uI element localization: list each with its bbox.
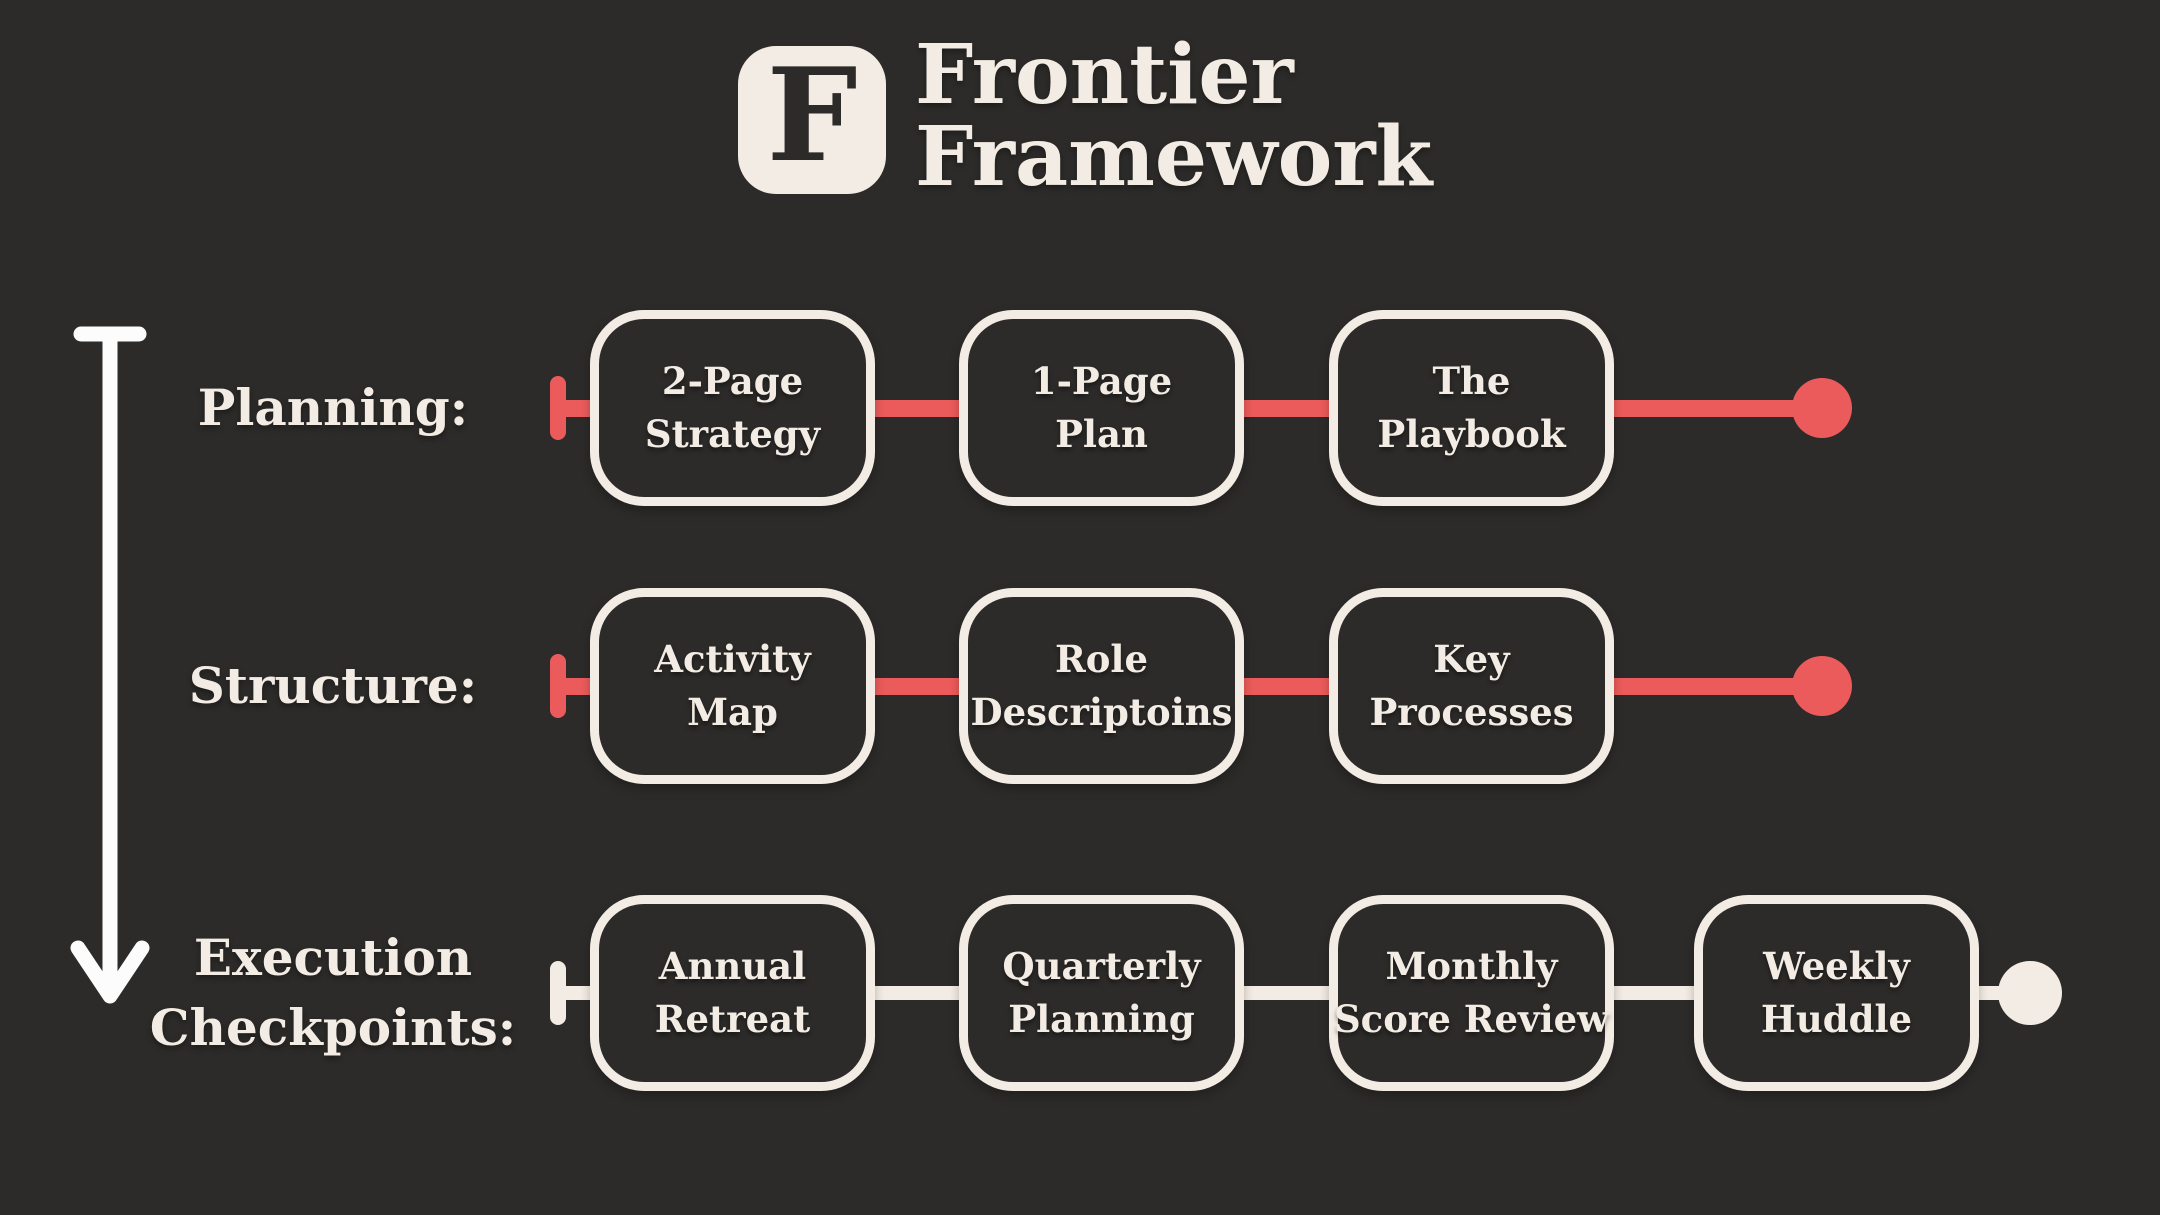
page-title-line2: Framework bbox=[915, 109, 1433, 205]
start-tick-icon bbox=[550, 961, 566, 1025]
box-text-line: Quarterly bbox=[1002, 944, 1201, 988]
box-text-line: Retreat bbox=[654, 997, 811, 1041]
box-text-line: Score Review bbox=[1333, 997, 1610, 1041]
frontier-logo: F bbox=[738, 46, 886, 194]
flow-box-monthly-score-review: Monthly Score Review bbox=[1329, 895, 1614, 1091]
page-title: Frontier Framework bbox=[915, 34, 1432, 198]
box-text-line: Activity bbox=[654, 637, 811, 681]
box-text-line: Key bbox=[1433, 637, 1510, 681]
start-tick-icon bbox=[550, 654, 566, 718]
box-text-line: Map bbox=[687, 690, 778, 734]
row-label-structure-line1: Structure: bbox=[188, 656, 478, 715]
box-text-line: 2-Page bbox=[661, 359, 804, 403]
box-text-line: The bbox=[1432, 359, 1511, 403]
flow-box-key-processes: Key Processes bbox=[1329, 588, 1614, 784]
flow-box-role-descriptoins: Role Descriptoins bbox=[959, 588, 1244, 784]
logo-letter-f-icon: F bbox=[766, 41, 858, 191]
box-text-line: Strategy bbox=[644, 412, 821, 456]
flow-box-weekly-huddle: Weekly Huddle bbox=[1694, 895, 1979, 1091]
box-text-line: Annual bbox=[658, 944, 807, 988]
box-text-line: 1-Page bbox=[1030, 359, 1173, 403]
start-tick-icon bbox=[550, 376, 566, 440]
page-title-line1: Frontier bbox=[915, 27, 1294, 123]
box-text-line: Role bbox=[1054, 637, 1149, 681]
box-text-line: Plan bbox=[1055, 412, 1148, 456]
box-text-line: Planning bbox=[1008, 997, 1195, 1041]
box-text-line: Weekly bbox=[1763, 944, 1910, 988]
box-text-line: Huddle bbox=[1760, 997, 1913, 1041]
flow-box-annual-retreat: Annual Retreat bbox=[590, 895, 875, 1091]
row-label-planning: Planning: bbox=[113, 373, 553, 443]
box-text-line: Playbook bbox=[1377, 412, 1566, 456]
endpoint-dot-icon bbox=[1998, 961, 2062, 1025]
flow-box-1-page-plan: 1-Page Plan bbox=[959, 310, 1244, 506]
flow-box-the-playbook: The Playbook bbox=[1329, 310, 1614, 506]
row-label-execution-checkpoints: Execution Checkpoints: bbox=[113, 923, 553, 1063]
row-label-structure: Structure: bbox=[113, 651, 553, 721]
flow-box-2-page-strategy: 2-Page Strategy bbox=[590, 310, 875, 506]
down-arrow-icon bbox=[70, 326, 150, 1004]
box-text-line: Descriptoins bbox=[970, 690, 1233, 734]
flow-connector-execution bbox=[550, 986, 2030, 1000]
flow-box-quarterly-planning: Quarterly Planning bbox=[959, 895, 1244, 1091]
box-text-line: Monthly bbox=[1385, 944, 1558, 988]
flow-box-activity-map: Activity Map bbox=[590, 588, 875, 784]
row-label-planning-line1: Planning: bbox=[197, 378, 469, 437]
row-label-execution-line1: Execution bbox=[193, 928, 473, 987]
box-text-line: Processes bbox=[1369, 690, 1574, 734]
row-label-execution-line2: Checkpoints: bbox=[149, 998, 517, 1057]
endpoint-dot-icon bbox=[1792, 656, 1852, 716]
endpoint-dot-icon bbox=[1792, 378, 1852, 438]
